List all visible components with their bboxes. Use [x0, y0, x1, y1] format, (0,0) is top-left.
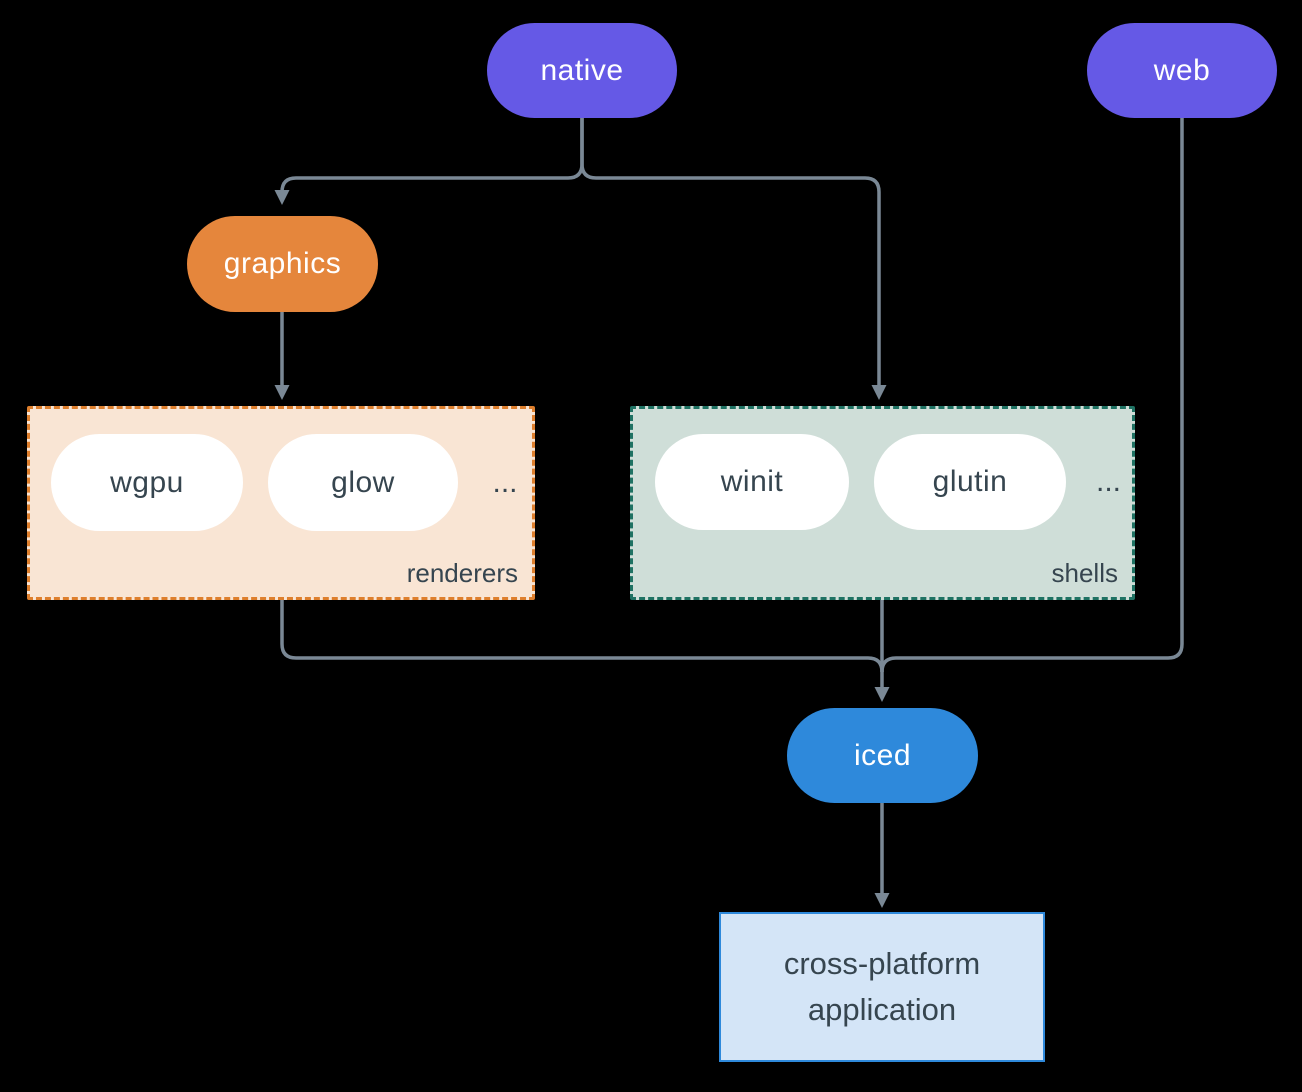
node-graphics: graphics: [187, 216, 378, 312]
node-native-label: native: [540, 53, 624, 87]
node-winit: winit: [655, 434, 849, 530]
node-graphics-label: graphics: [223, 247, 342, 280]
node-wgpu: wgpu: [51, 434, 243, 531]
node-wgpu-label: wgpu: [110, 465, 184, 499]
edge-renderers-iced: [280, 600, 884, 673]
edge-native-shells: [580, 118, 881, 386]
arrowhead-shells: [871, 385, 887, 400]
arrowhead-application: [874, 893, 890, 908]
node-web-label: web: [1153, 53, 1211, 87]
node-glutin-label: glutin: [932, 465, 1008, 498]
renderers-group-label: renderers: [406, 558, 518, 588]
node-glutin: glutin: [874, 434, 1066, 530]
node-glow-label: glow: [331, 465, 395, 499]
arrowhead-graphics: [274, 190, 290, 205]
shells-ellipsis: ...: [1095, 465, 1121, 498]
arrowhead-iced: [874, 687, 890, 702]
group-shells: winit glutin ... shells: [630, 406, 1135, 600]
renderers-ellipsis: ...: [492, 465, 518, 499]
node-glow: glow: [268, 434, 458, 531]
arrowhead-renderers: [274, 385, 290, 400]
node-winit-label: winit: [720, 465, 784, 498]
edge-native-graphics: [280, 118, 584, 193]
group-renderers: wgpu glow ... renderers: [27, 406, 535, 600]
node-application: cross-platform application: [719, 912, 1045, 1062]
node-iced-label: iced: [853, 738, 912, 772]
node-web: web: [1087, 23, 1277, 118]
node-native: native: [487, 23, 677, 118]
node-application-label: cross-platform application: [783, 946, 981, 1027]
node-iced: iced: [787, 708, 978, 803]
shells-group-label: shells: [1051, 558, 1118, 588]
